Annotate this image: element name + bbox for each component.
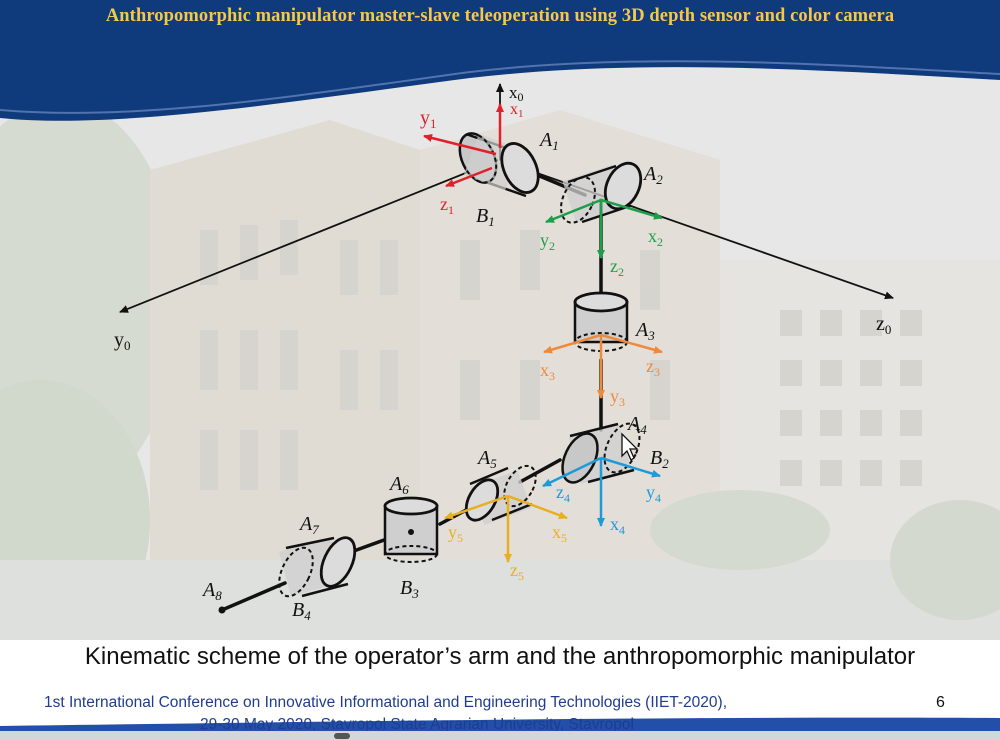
- frame-5: [444, 494, 568, 563]
- label-x2: x2: [648, 226, 663, 249]
- label-z0: z0: [876, 313, 891, 337]
- video-scrollbar-thumb[interactable]: [334, 733, 350, 739]
- axis-z0: [499, 159, 894, 300]
- label-y1: y1: [420, 107, 437, 131]
- label-y5: y5: [448, 522, 463, 545]
- figure-caption: Kinematic scheme of the operator’s arm a…: [84, 643, 916, 670]
- link-a7-a8: [220, 581, 287, 612]
- endpoint-a8: [218, 606, 226, 614]
- label-b2: B2: [650, 447, 669, 471]
- label-y4: y4: [646, 482, 661, 505]
- mouse-cursor-icon: [621, 432, 639, 461]
- slide-title: Anthropomorphic manipulator master-slave…: [105, 6, 895, 26]
- frame-4: [542, 456, 661, 527]
- label-z1: z1: [440, 194, 454, 217]
- label-x5: x5: [552, 522, 567, 545]
- label-a7: A7: [298, 513, 319, 537]
- link-a4-a5: [518, 458, 562, 484]
- label-a2: A2: [642, 163, 663, 187]
- frame-3: [543, 333, 663, 399]
- label-a5: A5: [476, 447, 497, 471]
- label-y2: y2: [540, 230, 555, 253]
- label-b4: B4: [292, 599, 311, 623]
- video-scrollbar-track[interactable]: [0, 731, 1000, 740]
- label-z3: z3: [646, 356, 660, 379]
- joint-cylinder-a3: [573, 291, 629, 352]
- frame-2: [545, 198, 663, 259]
- label-x1: x1: [510, 101, 524, 120]
- label-z4: z4: [556, 482, 570, 505]
- label-a8: A8: [201, 579, 222, 603]
- label-a1: A1: [538, 129, 559, 153]
- label-z5: z5: [510, 560, 524, 583]
- label-y3: y3: [610, 386, 625, 409]
- label-x4: x4: [610, 514, 625, 537]
- joint-cylinder-a4: [561, 422, 641, 484]
- label-x0: x0: [509, 83, 524, 104]
- frame-1: [423, 103, 504, 188]
- slide-number: 6: [936, 694, 945, 711]
- label-y0: y0: [114, 329, 131, 353]
- footer-conference: 1st International Conference on Innovati…: [44, 694, 728, 711]
- label-b3: B3: [400, 577, 419, 601]
- label-a3: A3: [634, 319, 655, 343]
- label-a6: A6: [388, 473, 409, 497]
- label-a4: A4: [626, 413, 647, 437]
- joint-cylinder-a7: [278, 536, 357, 598]
- footer-conference-line2: 29-30 May 2020, Stavropol State Agrarian…: [200, 716, 634, 733]
- label-b1: B1: [476, 205, 495, 229]
- joint-cylinder-a6: [383, 496, 439, 563]
- joint-cylinder-a5: [464, 464, 537, 526]
- axis-y0: [119, 159, 499, 313]
- label-z2: z2: [610, 256, 624, 279]
- label-x3: x3: [540, 360, 555, 383]
